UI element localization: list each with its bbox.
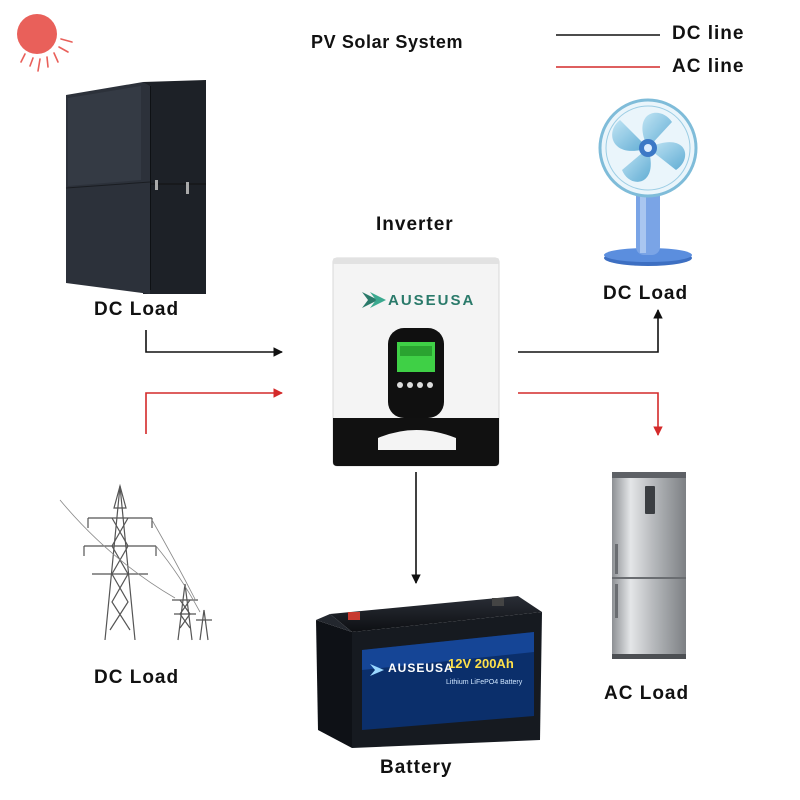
- solar-panel-icon: [65, 80, 206, 294]
- dc-arrow-from-solar: [145, 330, 283, 357]
- solar-panel-label: DC Load: [94, 299, 180, 320]
- fridge-label: AC Load: [604, 683, 690, 704]
- battery-chemistry: Lithium LiFePO4 Battery: [446, 679, 523, 686]
- diagram-title: PV Solar System: [311, 32, 464, 52]
- ac-arrow-from-grid: [145, 388, 283, 434]
- refrigerator-icon: [612, 472, 686, 659]
- inverter-label: Inverter: [376, 214, 454, 235]
- battery-label: Battery: [380, 757, 453, 778]
- battery-capacity: 12V 200Ah: [448, 656, 514, 671]
- legend-dc-label: DC line: [672, 23, 745, 44]
- dc-arrow-to-fan: [518, 309, 663, 353]
- legend-ac-label: AC line: [672, 56, 745, 77]
- inverter-brand: AUSEUSA: [388, 292, 475, 309]
- inverter-icon: [332, 257, 500, 467]
- ac-arrow-to-fridge: [518, 392, 663, 436]
- grid-label: DC Load: [94, 667, 180, 688]
- fan-icon: [598, 98, 698, 266]
- fan-label: DC Load: [603, 283, 689, 304]
- power-tower-icon: [59, 483, 212, 641]
- battery-brand: AUSEUSA: [388, 661, 454, 675]
- sun-icon: [17, 14, 73, 72]
- battery-icon: [316, 596, 542, 748]
